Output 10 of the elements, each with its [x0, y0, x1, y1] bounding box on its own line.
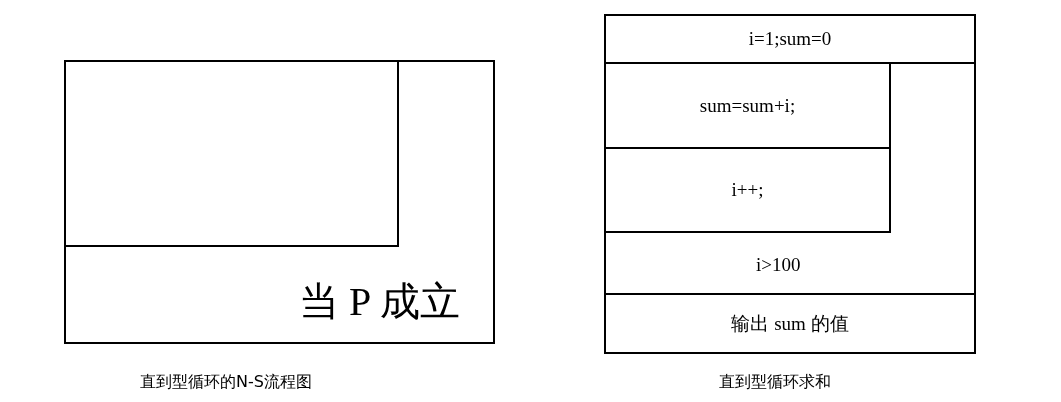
caption: 直到型循环的N-S流程图 — [140, 372, 312, 393]
loop-box — [64, 60, 495, 344]
caption: 直到型循环求和 — [719, 372, 831, 393]
condition-text: 当 P 成立 — [299, 278, 460, 326]
condition-text: i>100 — [756, 254, 801, 276]
process-box: i=1;sum=0 — [604, 14, 976, 64]
process-box: i++; — [604, 147, 891, 233]
empty-box — [64, 60, 399, 247]
loop-box — [604, 62, 976, 295]
process-box: 输出 sum 的值 — [604, 293, 976, 354]
